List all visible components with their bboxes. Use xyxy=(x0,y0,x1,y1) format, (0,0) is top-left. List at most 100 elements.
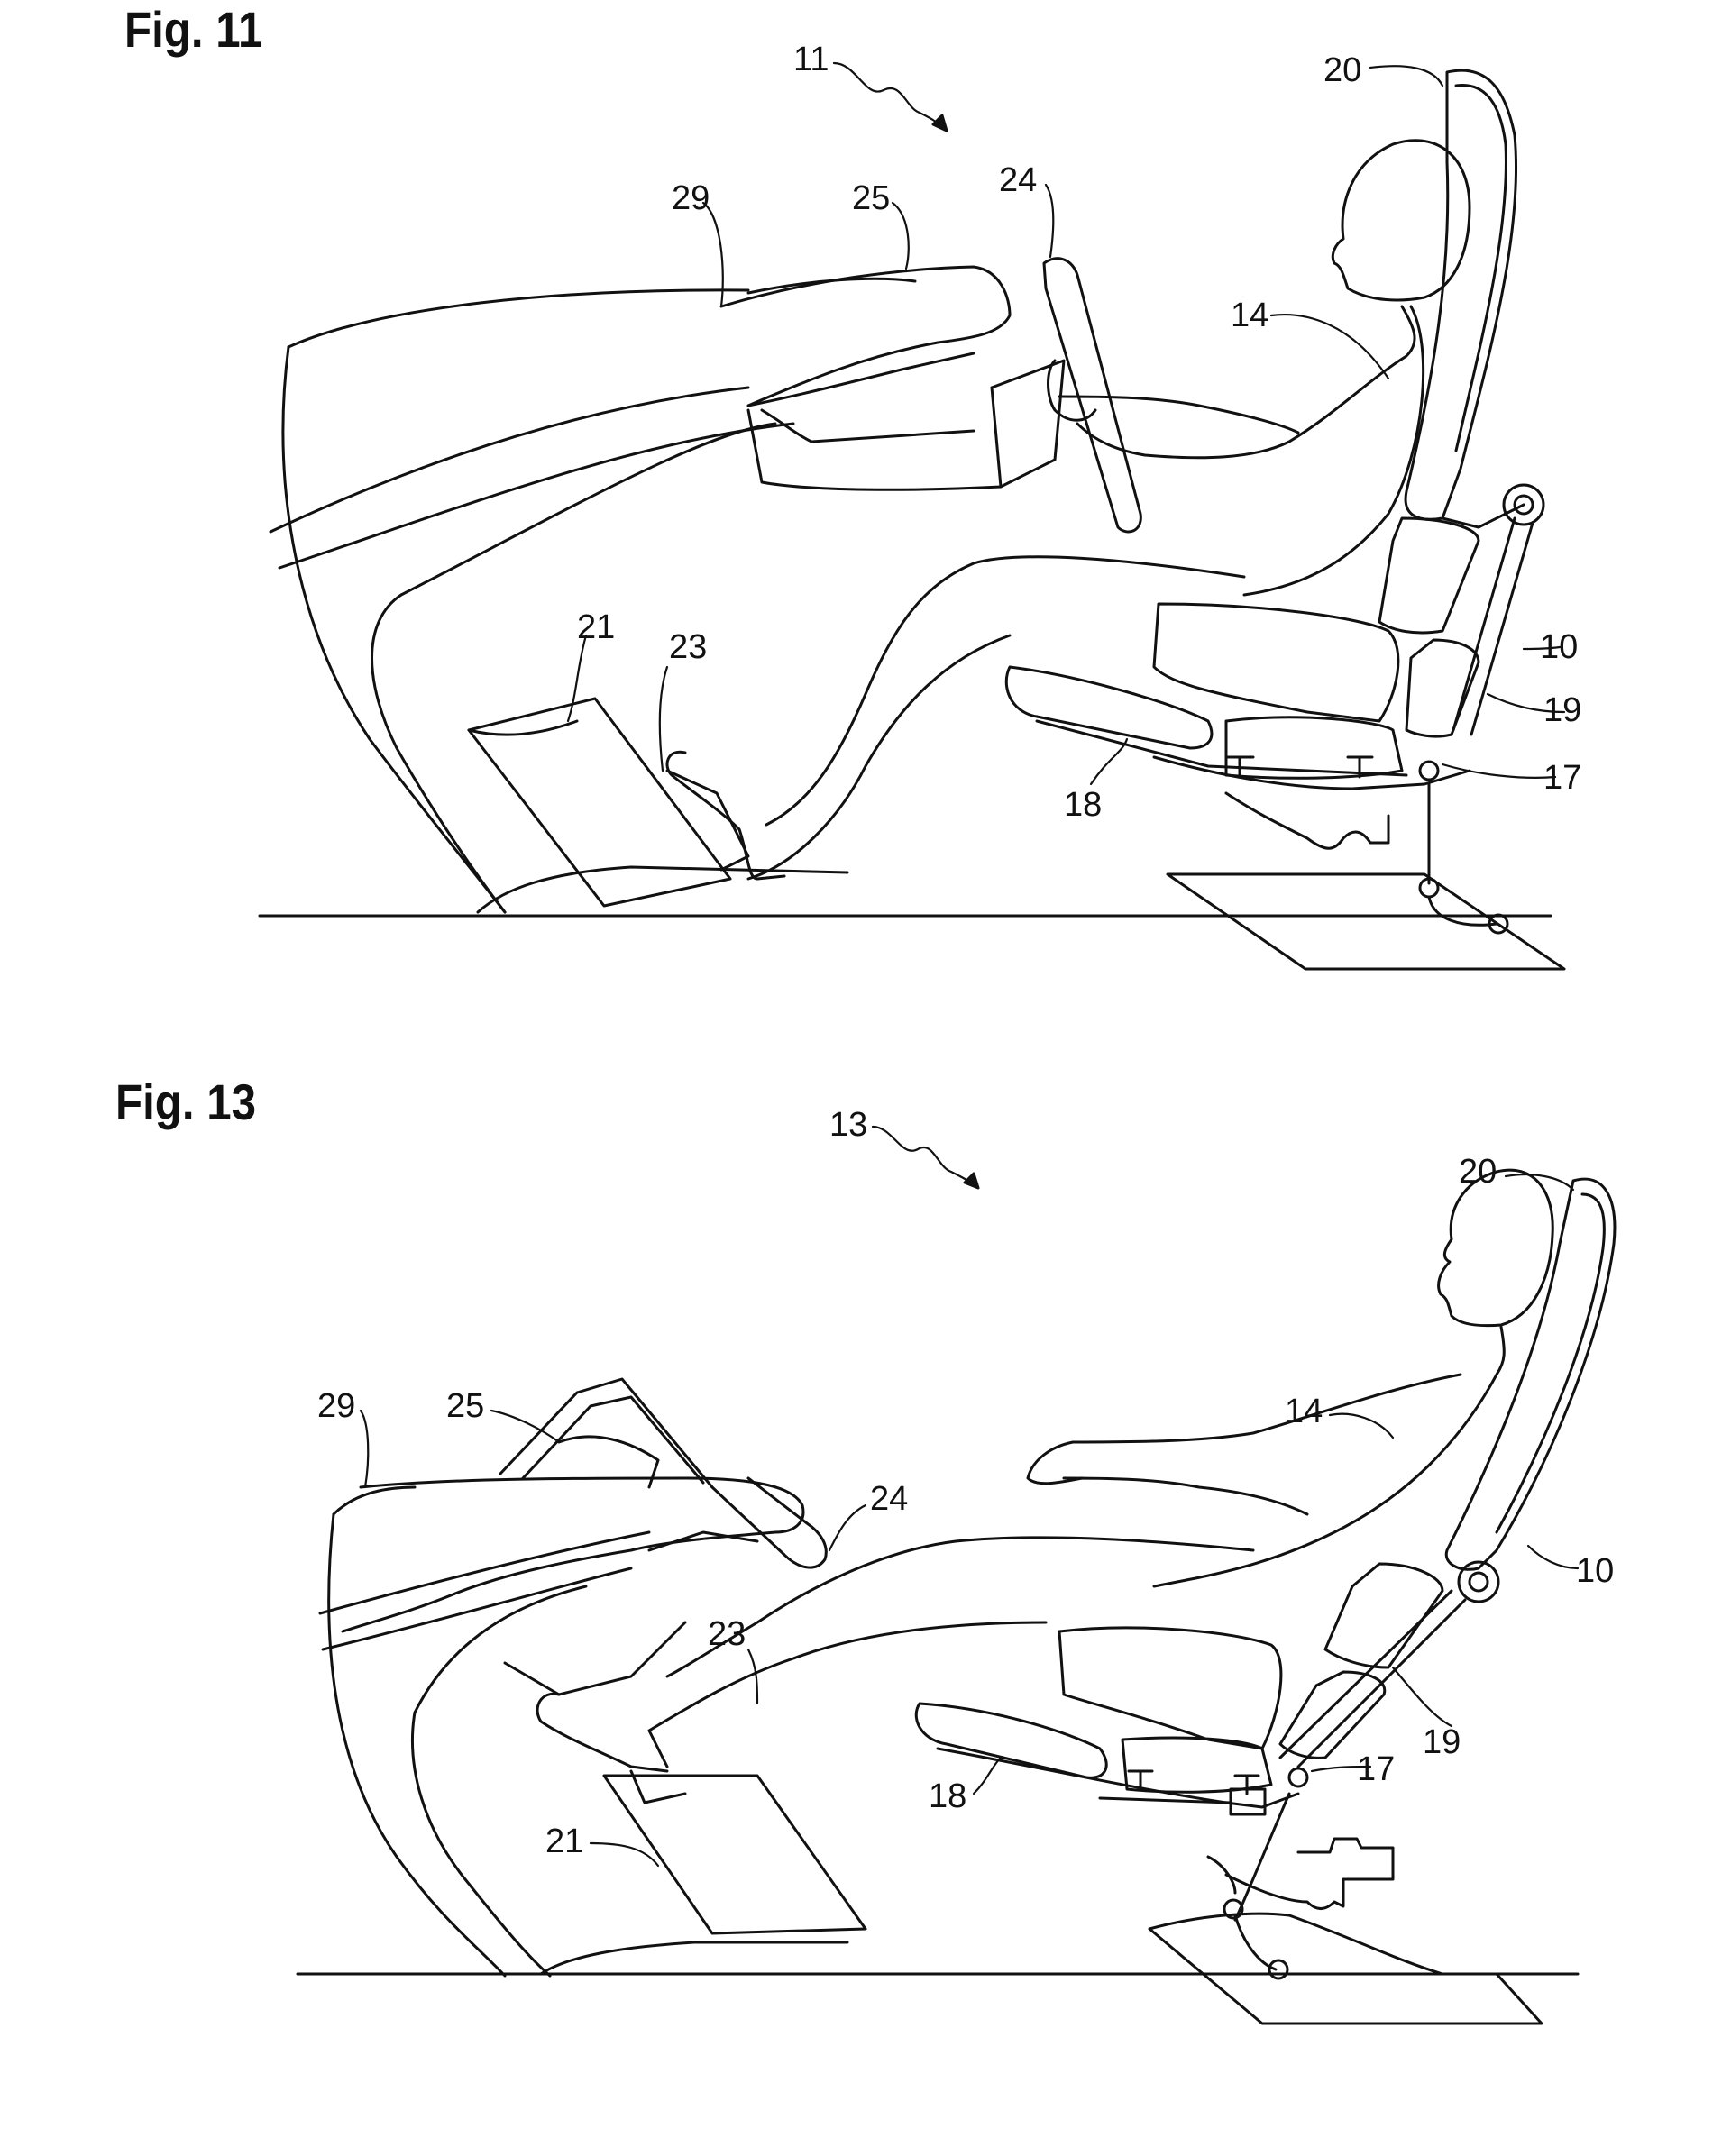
label-25: 25 xyxy=(852,179,890,217)
ref-arrow-13-head xyxy=(963,1172,980,1190)
body-inner-line-2 xyxy=(321,1567,633,1651)
leader-21 xyxy=(566,634,588,723)
dashboard xyxy=(719,265,1012,407)
leader-29 xyxy=(359,1409,370,1489)
label-17: 17 xyxy=(1357,1750,1395,1788)
floor-plate xyxy=(1148,1912,1543,2025)
steering-wheel xyxy=(1042,257,1142,534)
body-shell-top xyxy=(332,1485,417,1516)
label-19: 19 xyxy=(1423,1723,1461,1761)
figure-11-title: Fig. 11 xyxy=(124,1,263,58)
leader-19 xyxy=(1391,1666,1453,1728)
occupant-head xyxy=(1437,1168,1554,1328)
label-29: 29 xyxy=(672,179,710,217)
body-inner-line-2 xyxy=(278,422,795,570)
occupant-head xyxy=(1331,139,1471,302)
lower-joint-2 xyxy=(1488,913,1509,935)
seat-frame xyxy=(1441,503,1525,529)
leader-25 xyxy=(490,1409,561,1444)
label-14: 14 xyxy=(1231,297,1268,334)
dash-housing-detail xyxy=(557,1435,660,1489)
body-shell xyxy=(327,1512,507,1978)
leader-20 xyxy=(1504,1174,1575,1192)
steering-arm xyxy=(710,1476,828,1569)
tunnel-line xyxy=(476,865,849,914)
label-10: 10 xyxy=(1540,628,1578,666)
steering-column xyxy=(990,359,1066,489)
rail-joint xyxy=(1418,760,1440,781)
label-19: 19 xyxy=(1543,691,1581,729)
rail-bolt-2 xyxy=(1233,1774,1260,1795)
label-14: 14 xyxy=(1285,1393,1323,1430)
occupant-neck xyxy=(1495,1325,1506,1376)
leader-24 xyxy=(1044,183,1055,259)
figure-13-drawing: 13 20 29 25 24 14 10 23 19 17 18 21 xyxy=(296,1106,1617,2025)
steering-arm-lower xyxy=(647,1530,759,1552)
seat-cushion-base xyxy=(1224,716,1404,780)
label-21: 21 xyxy=(577,608,615,646)
leader-24 xyxy=(828,1503,867,1552)
figure-13-title: Fig. 13 xyxy=(115,1073,257,1130)
lower-linkage xyxy=(1206,1792,1291,1922)
leader-23 xyxy=(746,1648,759,1705)
seat-backrest xyxy=(1444,1177,1617,1571)
body-shell-top xyxy=(287,288,750,349)
tunnel-line xyxy=(539,1941,849,1976)
seat-backrest-inner xyxy=(1454,83,1507,452)
leader-23 xyxy=(658,665,669,772)
dashboard-lower xyxy=(746,352,975,407)
backrest-pad xyxy=(1323,1562,1444,1669)
leader-14 xyxy=(1328,1412,1395,1439)
seat-pivot-outer xyxy=(1502,483,1545,526)
dashboard xyxy=(341,1476,805,1633)
label-24: 24 xyxy=(999,161,1037,199)
leader-14 xyxy=(1269,314,1390,380)
label-13: 13 xyxy=(829,1106,867,1144)
rail-joint xyxy=(1287,1767,1309,1788)
occupant-hand xyxy=(1026,1440,1084,1485)
dashboard-top xyxy=(746,277,917,295)
label-23: 23 xyxy=(708,1615,746,1653)
pedal-21 xyxy=(602,1774,867,1935)
rail-bolt-1 xyxy=(1226,755,1255,779)
body-shell xyxy=(281,345,507,914)
occupant-torso xyxy=(1071,1373,1462,1444)
occupant-torso xyxy=(1076,305,1416,460)
label-23: 23 xyxy=(669,628,707,666)
lower-linkage xyxy=(1427,782,1498,927)
dash-housing-inner xyxy=(521,1395,705,1485)
actuator-rod xyxy=(1098,1796,1232,1804)
lower-bracket xyxy=(1224,1837,1395,1910)
seat-backrest-inner xyxy=(1495,1192,1606,1534)
leader-29 xyxy=(701,201,724,308)
rail-bolt-2 xyxy=(1346,755,1374,779)
label-25: 25 xyxy=(446,1387,484,1425)
seat-pivot-outer xyxy=(1457,1560,1500,1603)
lower-dash xyxy=(503,1621,687,1696)
footwell-curve xyxy=(399,422,777,597)
ref-arrow-11-head xyxy=(931,114,948,132)
rail-bolt-1 xyxy=(1127,1769,1154,1791)
leader-19 xyxy=(1486,692,1566,714)
occupant-hand xyxy=(1047,359,1097,422)
occupant-leg-lower xyxy=(647,1621,1048,1768)
label-10: 10 xyxy=(1576,1552,1614,1590)
ref-arrow-11 xyxy=(832,61,948,132)
body-inner-line xyxy=(318,1530,651,1615)
label-24: 24 xyxy=(870,1480,908,1518)
seat-rail-2 xyxy=(1035,719,1408,777)
occupant-leg-lower xyxy=(746,634,1012,881)
occupant-foot xyxy=(536,1692,669,1773)
floor-plate xyxy=(1166,872,1566,971)
label-20: 20 xyxy=(1459,1153,1497,1191)
label-29: 29 xyxy=(317,1387,355,1425)
leader-17 xyxy=(1310,1765,1372,1773)
leader-21 xyxy=(589,1841,660,1868)
leader-10 xyxy=(1526,1544,1580,1570)
occupant-back xyxy=(1152,1373,1498,1588)
figure-11-drawing: 11 20 24 29 25 14 10 19 17 18 21 23 xyxy=(258,41,1581,971)
occupant-thigh xyxy=(665,1536,1255,1678)
seat-pivot-inner xyxy=(1513,494,1534,516)
pedal-23 xyxy=(665,769,750,872)
lower-joint-1 xyxy=(1223,1898,1244,1920)
